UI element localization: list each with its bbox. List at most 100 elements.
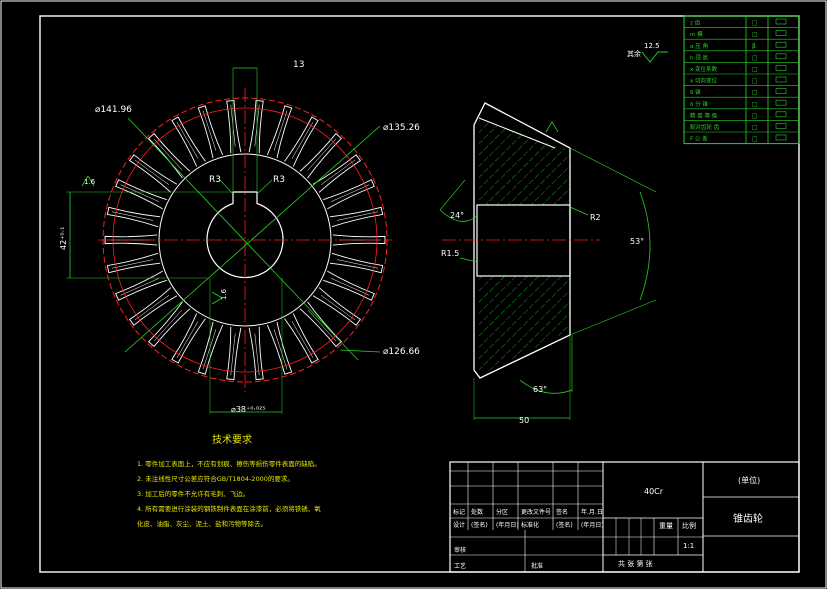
gear-tooth (106, 206, 161, 228)
angle-24-arc (439, 209, 479, 222)
param-label: δ 分 锥 (690, 100, 708, 108)
r2-leader (569, 206, 589, 216)
gear-tooth-centerline (307, 309, 337, 342)
gear-tooth-centerline (202, 329, 217, 370)
gear-tooth (323, 179, 375, 210)
gear-tooth-centerline (336, 211, 379, 221)
general-roughness-symbol (641, 51, 668, 63)
r2-text: R2 (590, 213, 601, 222)
tech-line: 化皮、油脂、灰尘、泥土、盐和污物等除去。 (137, 519, 267, 528)
gear-tooth (197, 321, 224, 375)
tb-mark-label: 年.月.日 (581, 508, 603, 516)
tech-line: 1. 零件加工表面上，不应有划痕、擦伤等损伤零件表面的缺陷。 (137, 459, 321, 468)
gear-tooth-centerline (230, 333, 236, 376)
r3-right-leader (256, 179, 273, 195)
gear-tooth-centerline (153, 309, 183, 342)
gear-tooth (148, 301, 191, 348)
gear-tooth-centerline (111, 211, 154, 221)
gear-tooth-centerline (202, 110, 217, 151)
gear-tooth (226, 99, 242, 154)
param-symbol: □ (752, 54, 758, 61)
tb-design-label: 标准化 (521, 521, 539, 529)
tip-dia-leader (127, 117, 359, 361)
roughness-value: 12.5 (644, 42, 660, 50)
param-value-box (775, 99, 787, 106)
param-symbol: □ (752, 101, 758, 108)
hatch-lower (479, 276, 570, 376)
gear-tooth (329, 206, 384, 228)
gear-tooth (115, 270, 167, 301)
gear-teeth (104, 99, 386, 381)
tb-company: (单位) (738, 475, 760, 485)
gear-tooth-centerline (273, 110, 288, 151)
pitch-dia-text: ⌀135.26 (383, 123, 420, 133)
param-symbol: □ (752, 78, 758, 85)
gear-tooth (266, 321, 293, 375)
angle-24-text: 24° (450, 211, 464, 220)
gear-tooth (299, 301, 342, 348)
tooth-face-line (478, 117, 556, 149)
gear-tooth-centerline (273, 329, 288, 370)
cone-ext-bottom (569, 299, 657, 336)
root-dia-text: ⌀126.66 (383, 347, 420, 357)
r3-right-text: R3 (273, 175, 285, 185)
gear-tooth-centerline (120, 184, 160, 202)
gear-tooth-centerline (176, 122, 199, 159)
gear-tooth (197, 105, 224, 159)
angle-53-text: 53° (630, 237, 644, 246)
param-table-frame (683, 15, 800, 145)
tb-design-label: 设计 (453, 521, 465, 529)
param-value-box (775, 18, 787, 25)
cone-ext-top (569, 147, 657, 193)
tech-line: 4. 所有需要进行涂装的钢铁制件表面在涂漆前，必须将铁锈、氧 (137, 504, 321, 513)
gear-tooth (226, 326, 242, 381)
tb-weight-label: 重量 (659, 522, 673, 530)
param-value-box (775, 30, 787, 36)
angle-24-ext (439, 179, 466, 211)
tb-audit-label: 审核 (454, 546, 466, 554)
dim-13-text: 13 (293, 60, 304, 70)
gear-tooth (129, 287, 178, 326)
tb-design-label: (签名) (471, 521, 488, 529)
title-block-left-grid: 标记处数分区更改文件号签名年.月.日设计(签名)(年月日)标准化(签名)(年月日… (450, 462, 604, 572)
bore-section (476, 204, 571, 277)
gear-tooth (323, 270, 375, 301)
param-label: m 模 (690, 30, 703, 38)
tech-requirements-list: 1. 零件加工表面上，不应有划痕、擦伤等损伤零件表面的缺陷。 2. 未注线性尺寸公… (137, 459, 321, 528)
gear-tooth-centerline (291, 122, 314, 159)
tb-design-label: (年月日) (581, 521, 604, 529)
param-label: α 压 角 (690, 42, 708, 50)
param-value-box (775, 88, 787, 94)
tech-line: 2. 未注线性尺寸公差应符合GB/T1804-2000的要求。 (137, 474, 294, 483)
param-label: z 齿 (690, 20, 701, 27)
hatch-upper (479, 120, 570, 205)
gear-tooth (299, 132, 342, 179)
section-view (439, 51, 668, 420)
gear-tooth (284, 313, 319, 364)
param-symbol: □ (752, 89, 758, 96)
tech-line: 3. 加工后的零件不允许有毛刺、飞边。 (137, 489, 249, 498)
tb-process-label: 工艺 (454, 562, 466, 570)
param-value-box (775, 123, 787, 129)
tb-mark-label: 标记 (453, 508, 465, 516)
gear-tooth-centerline (330, 184, 370, 202)
gear-tooth (115, 179, 167, 210)
gear-tooth (248, 99, 264, 154)
gear-tooth-centerline (120, 278, 160, 296)
roughness-label: 其余 (627, 49, 641, 58)
gear-tooth (266, 105, 293, 159)
gear-tooth (312, 287, 361, 326)
keyway-roughness-symbol (81, 175, 95, 187)
tb-mark-label: 更改文件号 (521, 508, 551, 516)
r3-left-leader (219, 179, 234, 195)
param-label: x 切向变位 (690, 77, 718, 85)
gear-tooth (312, 154, 361, 193)
gear-tooth (129, 154, 178, 193)
keyway-flat-text: 1.6 (220, 288, 228, 300)
tip-dia-text: ⌀141.96 (95, 105, 132, 115)
gear-tooth-centerline (111, 259, 154, 269)
param-label: h 顶 高 (690, 53, 708, 61)
gear-tooth (329, 252, 384, 274)
